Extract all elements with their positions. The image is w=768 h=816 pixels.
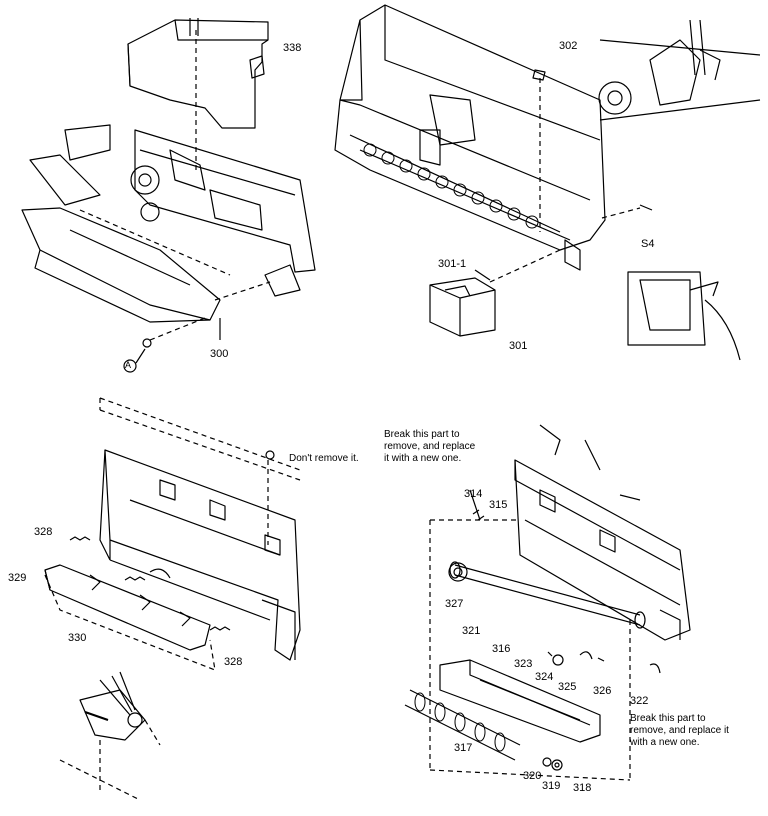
sensor-block-301 xyxy=(429,277,496,337)
callout-a: A xyxy=(125,360,132,370)
callout-316: 316 xyxy=(492,643,511,655)
gear-327 xyxy=(448,562,468,582)
callout-320: 320 xyxy=(523,770,542,782)
callout-323: 323 xyxy=(514,658,533,670)
note-break-part-bottom: Break this part to remove, and replace i… xyxy=(630,713,729,748)
bottom-plate-330 xyxy=(44,564,211,651)
callout-326: 326 xyxy=(593,685,612,697)
callout-322: 322 xyxy=(630,695,649,707)
callout-300: 300 xyxy=(210,348,229,360)
callout-328-top: 328 xyxy=(34,526,53,538)
note-dont-remove: Don't remove it. xyxy=(289,453,359,464)
roller-321 xyxy=(449,561,646,629)
springs-328-329 xyxy=(69,536,231,631)
callout-319: 319 xyxy=(542,780,561,792)
callout-329: 329 xyxy=(8,572,27,584)
callout-314: 314 xyxy=(464,488,483,500)
paper-guide-left xyxy=(21,124,221,323)
callout-302: 302 xyxy=(559,40,578,52)
callout-s4: S4 xyxy=(641,238,655,250)
callout-301: 301 xyxy=(509,340,528,352)
callout-330: 330 xyxy=(68,632,87,644)
top-cover-part-338 xyxy=(127,18,269,129)
paper-guide-316 xyxy=(439,659,601,743)
callout-321: 321 xyxy=(462,625,481,637)
lever-detail-inset xyxy=(627,271,741,361)
small-parts-322-326 xyxy=(547,651,661,674)
roller-317 xyxy=(404,689,521,761)
release-lever-detail xyxy=(79,671,146,741)
reference-marker-a xyxy=(123,359,137,373)
callout-328-bottom: 328 xyxy=(224,656,243,668)
small-parts-318-320 xyxy=(542,757,563,771)
callout-338: 338 xyxy=(283,42,302,54)
callout-325: 325 xyxy=(558,681,577,693)
gear-detail-inset xyxy=(598,19,761,121)
main-frame-assembly xyxy=(334,4,606,271)
note-break-part-top: Break this part to remove, and replace i… xyxy=(384,429,476,464)
callout-324: 324 xyxy=(535,671,554,683)
front-frame-assembly xyxy=(514,424,691,641)
side-frame-left xyxy=(130,129,316,297)
callout-301-1: 301-1 xyxy=(438,258,467,270)
callout-315: 315 xyxy=(489,499,508,511)
callout-327: 327 xyxy=(445,598,464,610)
rear-frame-assembly xyxy=(99,449,301,661)
callout-318: 318 xyxy=(573,782,592,794)
callout-317: 317 xyxy=(454,742,473,754)
